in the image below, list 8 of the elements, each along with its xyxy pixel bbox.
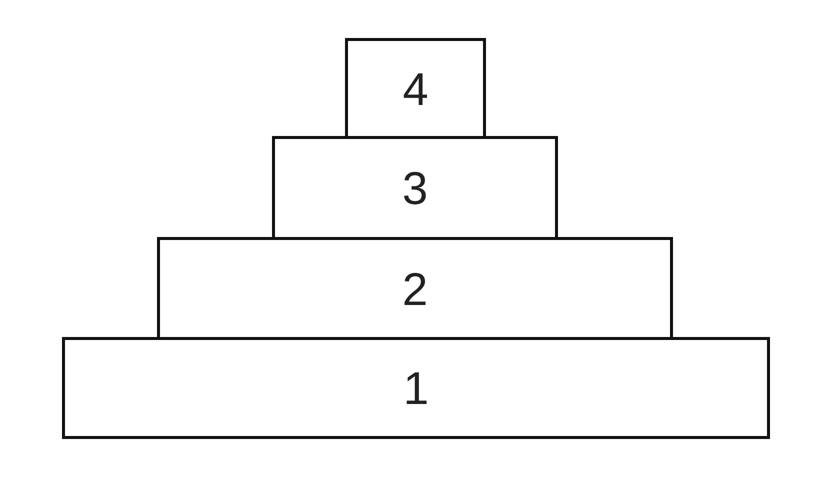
tier-number: 2 [402,266,428,312]
pyramid-tier [272,136,558,240]
tier-number: 1 [403,365,429,411]
tier-number: 3 [402,165,428,211]
pyramid-tier [62,337,770,439]
pyramid-tier [157,237,673,340]
tier-number: 4 [402,66,428,112]
pyramid-tier [345,38,486,139]
